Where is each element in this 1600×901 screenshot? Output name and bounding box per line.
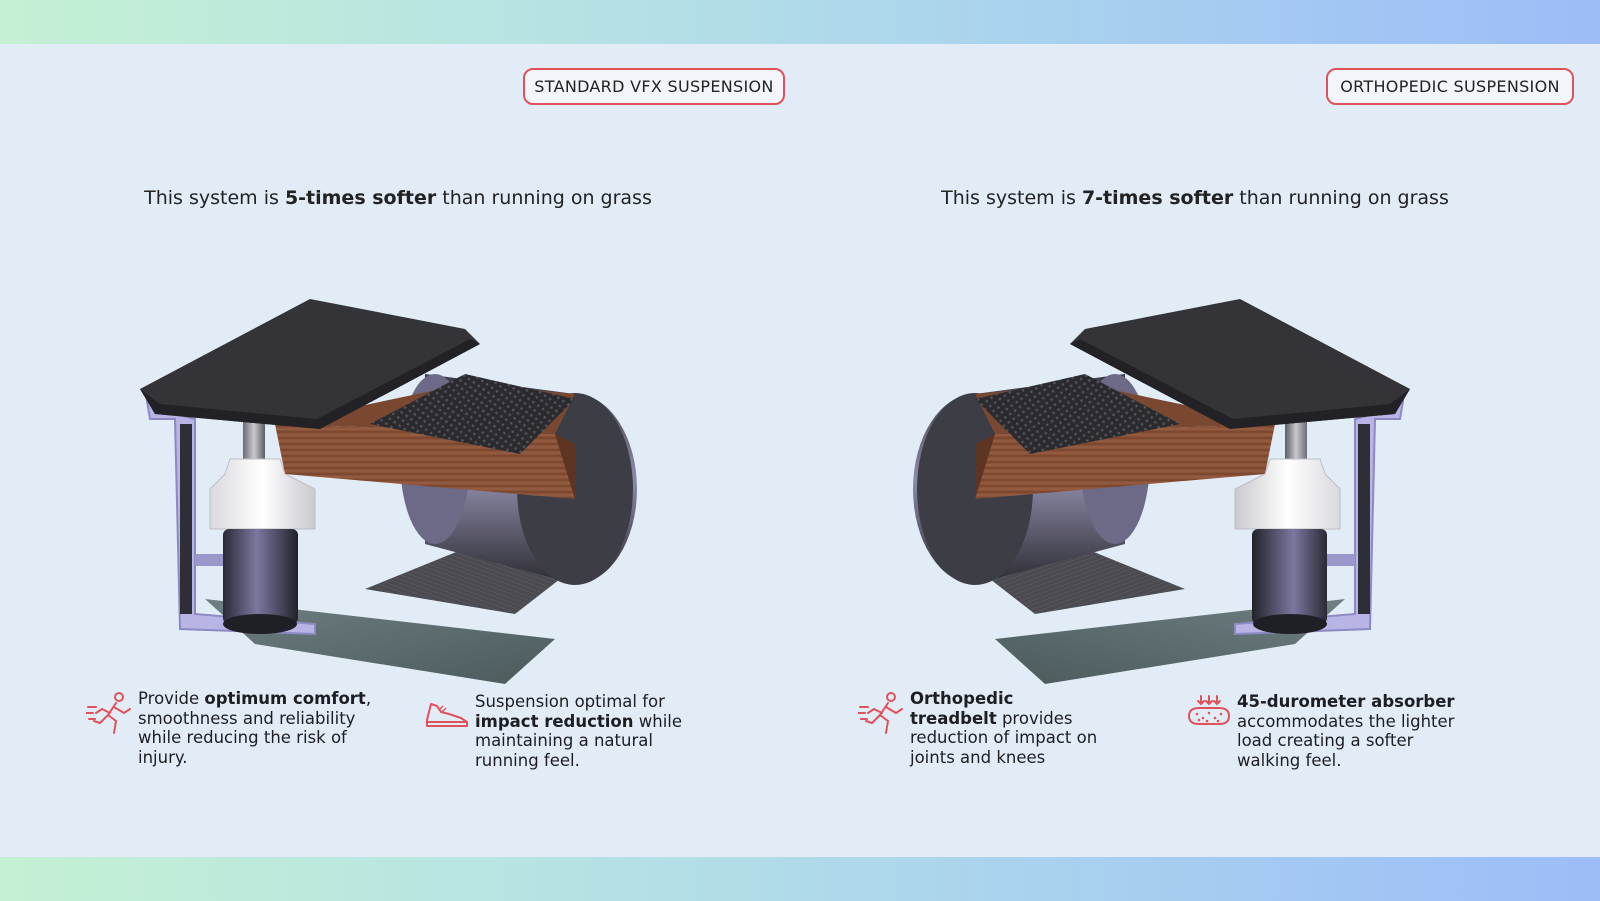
feature-impact-reduction: Suspension optimal for impact reduction … [423, 692, 691, 770]
running-person-icon [858, 692, 903, 734]
top-gradient-band [0, 0, 1600, 44]
feature-durometer-absorber: 45-durometer absorber accommodates the l… [1185, 692, 1475, 770]
standard-suspension-illustration [139, 298, 638, 685]
bottom-gradient-band [0, 857, 1600, 901]
feature-optimum-comfort: Provide optimum comfort, smoothness and … [86, 689, 386, 767]
feature-text: Provide optimum comfort, smoothness and … [138, 689, 372, 767]
absorber-pad-icon [1187, 695, 1231, 725]
standard-suspension-tag: STANDARD VFX SUSPENSION [523, 68, 785, 105]
orthopedic-suspension-panel: ORTHOPEDIC SUSPENSION This system is 7-t… [800, 44, 1600, 857]
sneaker-icon [426, 703, 468, 727]
feature-orthopedic-treadbelt: Orthopedic treadbelt provides reduction … [858, 689, 1158, 767]
orthopedic-suspension-tag: ORTHOPEDIC SUSPENSION [1326, 68, 1574, 105]
feature-text: Orthopedic treadbelt provides reduction … [910, 689, 1098, 767]
standard-suspension-panel: STANDARD VFX SUSPENSION This system is 5… [0, 44, 800, 857]
orthopedic-headline-emphasis: 7-times softer [1081, 187, 1234, 209]
running-person-icon [86, 692, 131, 734]
orthopedic-suspension-illustration [912, 298, 1411, 685]
standard-headline: This system is 5-times softer than runni… [144, 187, 652, 209]
orthopedic-headline: This system is 7-times softer than runni… [941, 187, 1449, 209]
feature-text: 45-durometer absorber accommodates the l… [1237, 692, 1455, 770]
standard-headline-emphasis: 5-times softer [284, 187, 437, 209]
feature-text: Suspension optimal for impact reduction … [475, 692, 683, 770]
